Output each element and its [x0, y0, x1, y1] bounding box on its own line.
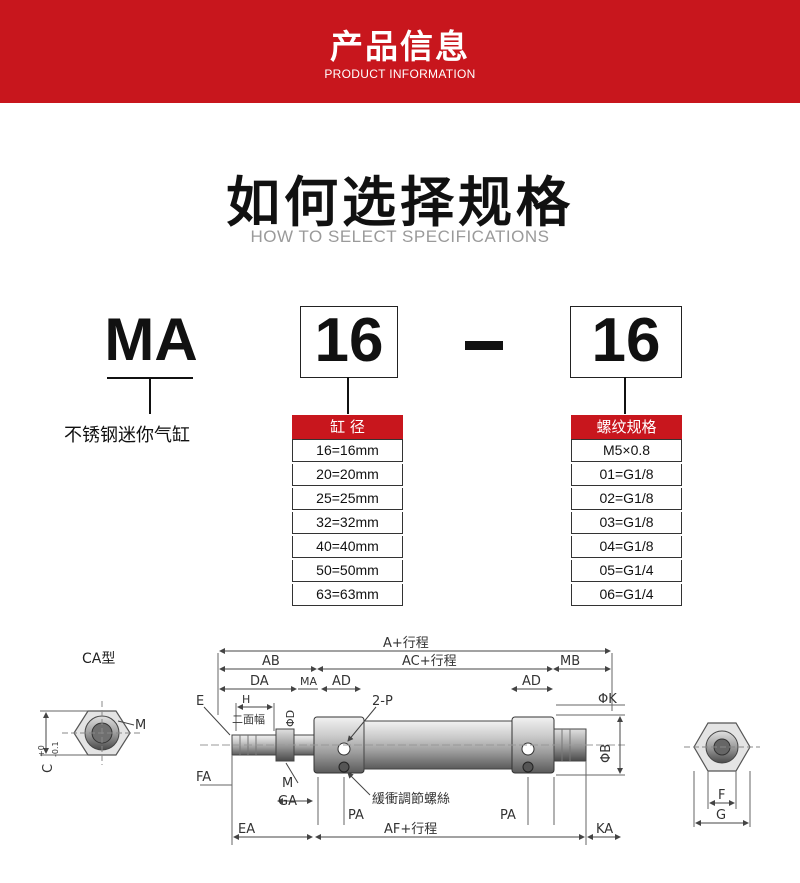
dim-width-across-flats: 二面幅 — [232, 713, 265, 726]
dim-ad-right: AD — [522, 674, 541, 689]
dim-ac-stroke: AC+行程 — [402, 654, 457, 669]
dim-f: F — [718, 788, 725, 803]
dim-mb: MB — [560, 654, 580, 669]
dim-c-tol-plus: +0 — [37, 745, 46, 757]
dim-af-stroke: AF+行程 — [384, 822, 437, 837]
banner-subtitle: PRODUCT INFORMATION — [324, 67, 476, 81]
table-row: 50=50mm — [292, 560, 403, 582]
table-row: 20=20mm — [292, 464, 403, 486]
dim-ma: MA — [300, 675, 317, 688]
code-separator — [465, 341, 503, 350]
thread-connector — [624, 377, 626, 414]
dim-phi-b: ΦB — [599, 744, 614, 763]
model-series-description: 不锈钢迷你气缸 — [64, 425, 190, 446]
dim-m-body: M — [282, 776, 293, 791]
model-series: MA — [104, 306, 198, 373]
section-title: 如何选择规格 — [226, 171, 574, 234]
bore-table: 缸 径 16=16mm 20=20mm 25=25mm 32=32mm 40=4… — [292, 415, 403, 606]
dim-c-tol-minus: -0.1 — [51, 741, 60, 757]
cushion-screw-label: 緩衝調節螺絲 — [372, 792, 450, 807]
table-row: 05=G1/4 — [571, 560, 682, 582]
dim-pa-right: PA — [500, 808, 516, 823]
dim-a-stroke: A+行程 — [383, 636, 429, 651]
dim-phi-d: ΦD — [284, 710, 297, 727]
dim-c: C — [41, 764, 56, 773]
dim-ab: AB — [262, 654, 280, 669]
table-row: 01=G1/8 — [571, 464, 682, 486]
table-row: 04=G1/8 — [571, 536, 682, 558]
dimension-drawing: CA型 C +0 -0.1 M A+行程 AB AC+行程 MB DA MA A… — [37, 636, 760, 845]
dim-fa: FA — [196, 770, 211, 785]
banner-title: 产品信息 — [330, 27, 470, 66]
bore-connector — [347, 377, 349, 414]
table-row: 02=G1/8 — [571, 488, 682, 510]
dim-ga: GA — [278, 794, 297, 809]
section-subtitle: HOW TO SELECT SPECIFICATIONS — [250, 227, 550, 246]
table-row: 32=32mm — [292, 512, 403, 534]
drawing-type-label: CA型 — [82, 651, 115, 667]
dim-g: G — [716, 808, 726, 823]
table-row: 63=63mm — [292, 584, 403, 606]
rear-end-view: F G — [684, 722, 760, 827]
table-row: 40=40mm — [292, 536, 403, 558]
dim-e: E — [196, 694, 204, 709]
dim-m-thread: M — [135, 718, 146, 733]
bore-table-header: 缸 径 — [292, 415, 403, 439]
table-row: 03=G1/8 — [571, 512, 682, 534]
model-series-connector — [149, 378, 151, 414]
table-row: 25=25mm — [292, 488, 403, 510]
header-banner: 产品信息 PRODUCT INFORMATION — [0, 0, 800, 103]
dim-ad-left: AD — [332, 674, 351, 689]
table-row: 06=G1/4 — [571, 584, 682, 606]
table-row: M5×0.8 — [571, 439, 682, 462]
dim-ka: KA — [596, 822, 613, 837]
table-row: 16=16mm — [292, 439, 403, 462]
thread-table-header: 螺纹规格 — [571, 415, 682, 439]
dim-pa-left: PA — [348, 808, 364, 823]
dim-phi-k: ΦK — [598, 692, 617, 707]
cylinder-side-view: A+行程 AB AC+行程 MB DA MA AD AD — [196, 636, 625, 845]
front-end-view: C +0 -0.1 M — [37, 701, 146, 773]
dim-ea: EA — [238, 822, 255, 837]
thread-table: 螺纹规格 M5×0.8 01=G1/8 02=G1/8 03=G1/8 04=G… — [571, 415, 682, 606]
bore-code-box: 16 — [300, 306, 398, 378]
dim-2-p: 2-P — [372, 694, 393, 709]
thread-code-box: 16 — [570, 306, 682, 378]
dim-da: DA — [250, 674, 269, 689]
dim-h: H — [242, 693, 250, 706]
